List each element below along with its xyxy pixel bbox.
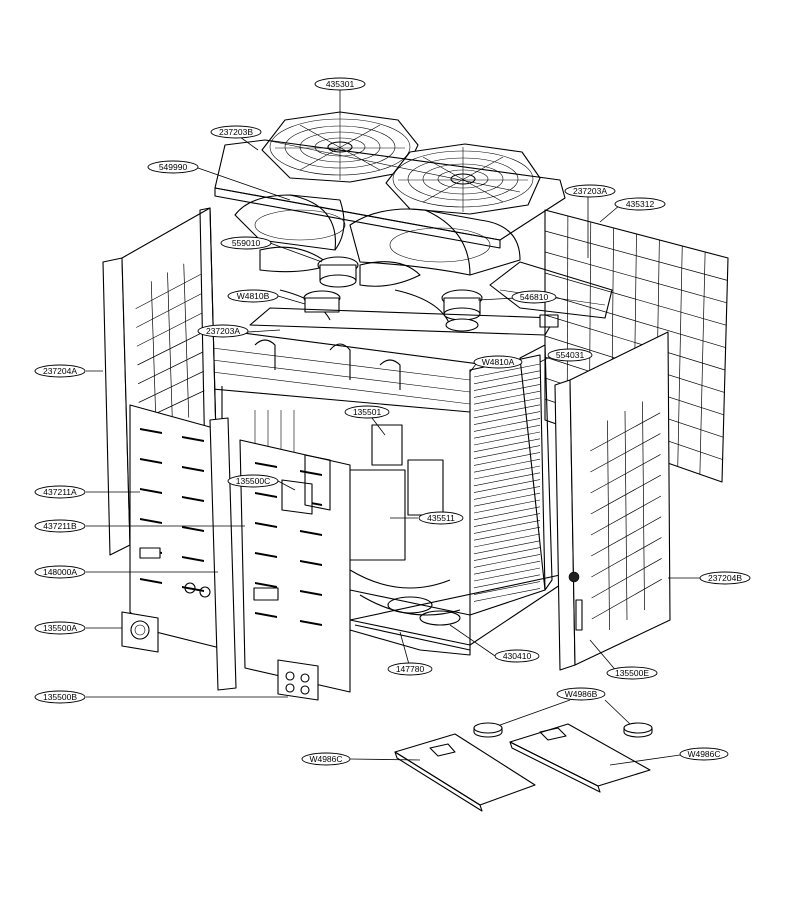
callout-237204B-text: 237204B <box>708 573 742 583</box>
bottom-cover-right <box>509 723 651 793</box>
callout-W4810B: W4810B <box>227 289 279 303</box>
callout-135500E: 135500E <box>606 666 658 680</box>
callout-W4986C-left-text: W4986C <box>309 754 342 764</box>
callout-W4986B: W4986B <box>556 687 606 701</box>
callout-148000A-text: 148000A <box>43 567 77 577</box>
callout-W4810B-text: W4810B <box>237 291 270 301</box>
callout-135500B-text: 135500B <box>43 692 77 702</box>
fan-shroud <box>234 194 521 276</box>
port-cover-135500A <box>121 611 159 653</box>
fan-grille-right <box>385 143 541 215</box>
fan-motor-right <box>441 289 483 332</box>
callout-554031: 554031 <box>547 348 593 362</box>
bottom-cover-left <box>394 733 536 812</box>
fan-motor-left <box>303 256 359 313</box>
callout-237204A: 237204A <box>34 364 86 378</box>
port-cover-135500B <box>277 659 319 701</box>
bottom-cap-left <box>473 722 503 738</box>
callout-W4986C-left: W4986C <box>301 752 351 766</box>
bottom-cap-right <box>623 722 653 738</box>
callout-237203A-mid-text: 237203A <box>206 326 240 336</box>
top-panel <box>214 139 566 249</box>
callout-435312-text: 435312 <box>626 199 655 209</box>
callout-237203A-top: 237203A <box>564 184 616 198</box>
callout-135501-text: 135501 <box>353 407 382 417</box>
callout-135500A: 135500A <box>34 621 86 635</box>
callout-135500B: 135500B <box>34 690 86 704</box>
callout-437211B-text: 437211B <box>43 521 77 531</box>
callout-135500C: 135500C <box>227 474 279 488</box>
leader-lines <box>86 88 700 766</box>
callout-437211B: 437211B <box>34 519 86 533</box>
front-corner-post <box>209 417 237 691</box>
callout-W4986C-right-text: W4986C <box>687 749 720 759</box>
callout-W4810A: W4810A <box>473 355 523 369</box>
front-panel-left <box>129 404 229 651</box>
callout-435511: 435511 <box>418 511 464 525</box>
callout-559010: 559010 <box>220 236 272 250</box>
callout-135500A-text: 135500A <box>43 623 77 633</box>
callout-437211A: 437211A <box>34 485 86 499</box>
callout-W4986B-text: W4986B <box>565 689 598 699</box>
callout-435312: 435312 <box>614 197 666 211</box>
callout-W4810A-text: W4810A <box>482 357 515 367</box>
callout-435511-text: 435511 <box>427 513 455 523</box>
callout-147780-text: 147780 <box>396 664 425 674</box>
callout-430410: 430410 <box>494 649 540 663</box>
callout-437211A-text: 437211A <box>43 487 77 497</box>
fan-grille-left <box>261 111 419 183</box>
callout-546810-text: 546810 <box>520 292 549 302</box>
callout-237204B: 237204B <box>699 571 751 585</box>
front-panel-right <box>239 439 351 693</box>
callout-135500E-text: 135500E <box>615 668 649 678</box>
callout-237204A-text: 237204A <box>43 366 77 376</box>
callout-148000A: 148000A <box>34 565 86 579</box>
callout-237203A-top-text: 237203A <box>573 186 607 196</box>
callout-549990-text: 549990 <box>159 162 188 172</box>
callout-W4986C-right: W4986C <box>679 747 729 761</box>
callout-237203B-text: 237203B <box>219 127 253 137</box>
callout-135500C-text: 135500C <box>236 476 271 486</box>
callout-135501: 135501 <box>344 405 390 419</box>
callout-147780: 147780 <box>387 662 433 676</box>
callout-554031-text: 554031 <box>556 350 585 360</box>
callout-546810: 546810 <box>511 290 557 304</box>
callout-435301: 435301 <box>314 77 366 91</box>
callout-237203B: 237203B <box>210 125 262 139</box>
callout-435301-text: 435301 <box>326 79 355 89</box>
callout-559010-text: 559010 <box>232 238 261 248</box>
right-side-panel <box>554 331 671 671</box>
callout-430410-text: 430410 <box>503 651 532 661</box>
callout-labels: 435301 237203B 549990 237203A 435312 559… <box>34 77 751 766</box>
callout-549990: 549990 <box>147 160 199 174</box>
callout-237203A-mid: 237203A <box>197 324 249 338</box>
